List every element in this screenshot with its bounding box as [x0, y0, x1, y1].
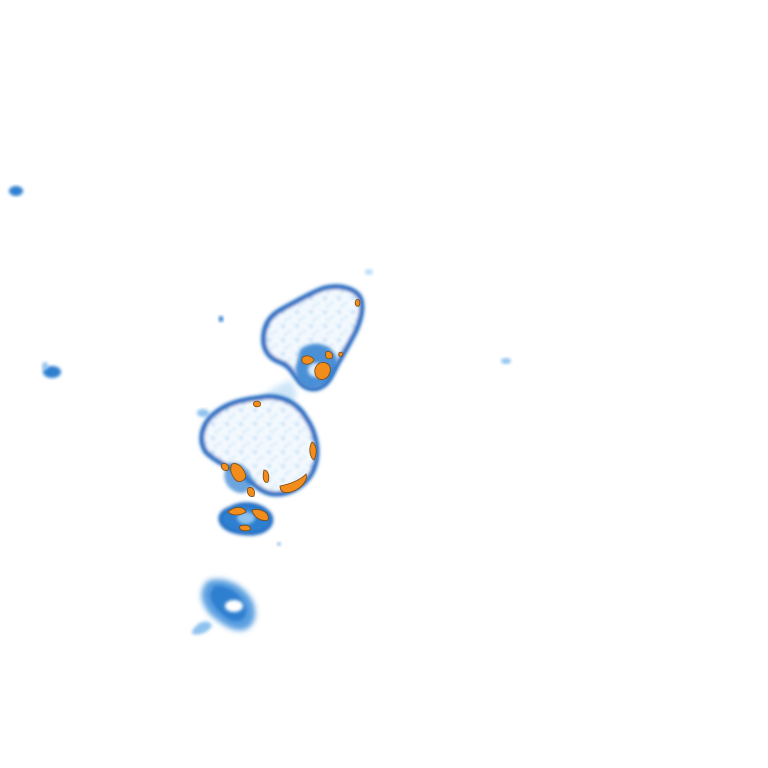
tiny-dot-c — [277, 542, 281, 546]
tiny-dot-a — [218, 316, 224, 322]
bottom-cluster — [192, 579, 256, 635]
small-blob-right — [501, 358, 511, 364]
small-blob-left — [42, 362, 61, 378]
lower-cluster — [218, 502, 274, 536]
tiny-dot-top — [365, 269, 373, 275]
small-blob-far-left — [9, 186, 23, 196]
middle-cluster — [199, 394, 320, 497]
tiny-dot-b — [197, 409, 209, 417]
upper-cluster — [261, 284, 365, 392]
